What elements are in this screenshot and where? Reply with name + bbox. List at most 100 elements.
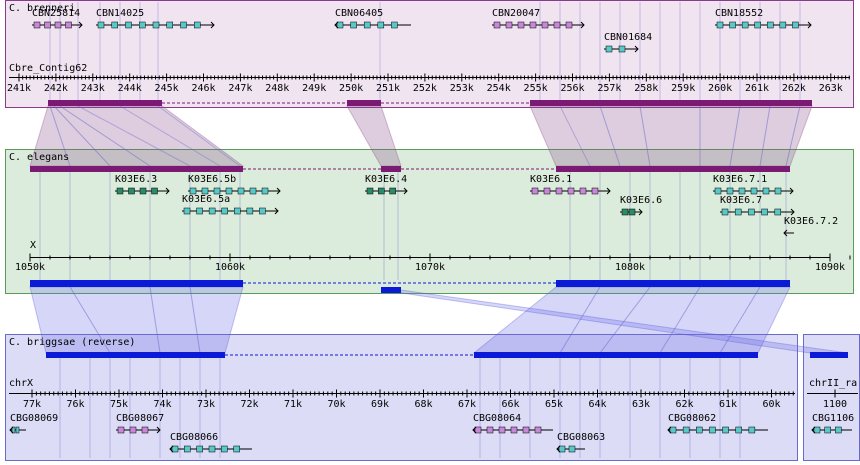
tick-label: 63k bbox=[632, 399, 650, 410]
gene-k03e6.3[interactable]: K03E6.3 bbox=[115, 174, 170, 195]
tick-label: 263k bbox=[819, 83, 843, 94]
gene-label: K03E6.3 bbox=[115, 174, 157, 185]
chrII-ticks: 1100 bbox=[823, 389, 847, 410]
gene-cbg08067[interactable]: CBG08067 bbox=[116, 413, 164, 434]
elegans-panel bbox=[5, 149, 854, 294]
gene-label: K03E6.5a bbox=[182, 194, 230, 205]
gene-cbn01684[interactable]: CBN01684 bbox=[604, 32, 652, 53]
tick-label: 64k bbox=[588, 399, 606, 410]
gene-cbg08069[interactable]: CBG08069 bbox=[9, 413, 58, 434]
gene-label: CBN06405 bbox=[335, 8, 383, 19]
alignment-lines-upper bbox=[49, 105, 801, 167]
tick-label: 77k bbox=[23, 399, 41, 410]
gene-label: CBG1106 bbox=[812, 413, 854, 424]
gene-label: CBG08066 bbox=[170, 432, 218, 443]
tick-label: 251k bbox=[376, 83, 400, 94]
tick-label: 73k bbox=[197, 399, 215, 410]
gene-label: CBN20047 bbox=[492, 8, 540, 19]
gene-cbg08066[interactable]: CBG08066 bbox=[169, 432, 252, 453]
alignment-lines-lower bbox=[69, 286, 761, 354]
gene-cbn14025[interactable]: CBN14025 bbox=[96, 8, 215, 29]
tick-label: 66k bbox=[501, 399, 519, 410]
tick-label: 242k bbox=[44, 83, 68, 94]
gene-cbn25814[interactable]: CBN25814 bbox=[32, 8, 83, 29]
gene-label: K03E6.6 bbox=[620, 195, 662, 206]
gene-k03e6.4[interactable]: K03E6.4 bbox=[365, 174, 408, 195]
tick-label: 245k bbox=[155, 83, 179, 94]
chrII-track-label: chrII_ra bbox=[809, 378, 857, 389]
tick-label: 1060k bbox=[215, 262, 245, 273]
gene-label: CBN01684 bbox=[604, 32, 652, 43]
gene-label: K03E6.4 bbox=[365, 174, 407, 185]
tick-label: 258k bbox=[634, 83, 658, 94]
tick-label: 254k bbox=[487, 83, 511, 94]
gene-label: CBN14025 bbox=[96, 8, 144, 19]
tick-label: 246k bbox=[191, 83, 215, 94]
tick-label: 68k bbox=[414, 399, 432, 410]
vertical-alignment-lines bbox=[39, 2, 801, 458]
briggsae-synteny-bar bbox=[46, 352, 848, 358]
gene-label: CBG08062 bbox=[668, 413, 716, 424]
tick-label: 1100 bbox=[823, 399, 847, 410]
tick-label: 1090k bbox=[815, 262, 845, 273]
elegans-species-label: C. elegans bbox=[9, 152, 69, 163]
gene-k03e6.6[interactable]: K03E6.6 bbox=[620, 195, 662, 216]
brenneri-track-label: Cbre_Contig62 bbox=[9, 63, 87, 74]
gene-k03e6.7.1[interactable]: K03E6.7.1 bbox=[713, 174, 794, 195]
gene-cbg08062[interactable]: CBG08062 bbox=[667, 413, 768, 434]
gene-k03e6.5a[interactable]: K03E6.5a bbox=[182, 194, 279, 215]
gene-label: K03E6.7.1 bbox=[713, 174, 767, 185]
tick-label: 259k bbox=[671, 83, 695, 94]
gene-label: CBG08067 bbox=[116, 413, 164, 424]
brenneri-species-label: C. brenneri bbox=[9, 3, 75, 14]
briggsae-track-label: chrX bbox=[9, 378, 33, 389]
gene-cbg08064[interactable]: CBG08064 bbox=[472, 413, 553, 434]
tick-label: 253k bbox=[450, 83, 474, 94]
tick-label: 250k bbox=[339, 83, 363, 94]
gene-label: CBG08064 bbox=[473, 413, 521, 424]
tick-label: 260k bbox=[708, 83, 732, 94]
gene-k03e6.1[interactable]: K03E6.1 bbox=[530, 174, 611, 195]
gene-cbn06405[interactable]: CBN06405 bbox=[334, 8, 411, 29]
gene-label: CBN25814 bbox=[32, 8, 80, 19]
brenneri-panel bbox=[5, 0, 854, 108]
gene-cbn18552[interactable]: CBN18552 bbox=[715, 8, 812, 29]
gene-label: K03E6.7 bbox=[720, 195, 762, 206]
gene-cbg08063[interactable]: CBG08063 bbox=[556, 432, 605, 453]
gene-k03e6.7[interactable]: K03E6.7 bbox=[720, 195, 795, 216]
tick-label: 243k bbox=[81, 83, 105, 94]
tick-label: 262k bbox=[782, 83, 806, 94]
elegans-top-bar bbox=[30, 166, 790, 172]
tick-label: 255k bbox=[524, 83, 548, 94]
gene-label: K03E6.5b bbox=[188, 174, 236, 185]
gene-cbn20047[interactable]: CBN20047 bbox=[492, 8, 585, 29]
gene-label: CBG08063 bbox=[557, 432, 605, 443]
gene-label: K03E6.1 bbox=[530, 174, 572, 185]
brenneri-synteny-bar bbox=[48, 100, 812, 106]
tick-label: 244k bbox=[118, 83, 142, 94]
tick-label: 71k bbox=[284, 399, 302, 410]
gene-label: CBG08069 bbox=[10, 413, 58, 424]
tick-label: 74k bbox=[153, 399, 171, 410]
tick-label: 252k bbox=[413, 83, 437, 94]
tick-label: 1050k bbox=[15, 262, 45, 273]
gene-label: K03E6.7.2 bbox=[784, 216, 838, 227]
tick-label: 248k bbox=[265, 83, 289, 94]
tick-label: 257k bbox=[597, 83, 621, 94]
tick-label: 67k bbox=[458, 399, 476, 410]
gene-cbg1106[interactable]: CBG1106 bbox=[811, 413, 854, 434]
gene-k03e6.7.2[interactable]: K03E6.7.2 bbox=[783, 216, 838, 237]
tick-label: 62k bbox=[675, 399, 693, 410]
tick-label: 60k bbox=[762, 399, 780, 410]
tick-label: 65k bbox=[545, 399, 563, 410]
brenneri-genes: CBN25814 CBN14025 CBN06405 CBN20047CBN01684… bbox=[32, 8, 812, 53]
tick-label: 256k bbox=[560, 83, 584, 94]
gene-k03e6.5b[interactable]: K03E6.5b bbox=[188, 174, 281, 195]
briggsae-species-label: C. briggsae (reverse) bbox=[9, 337, 135, 348]
tick-label: 241k bbox=[7, 83, 31, 94]
